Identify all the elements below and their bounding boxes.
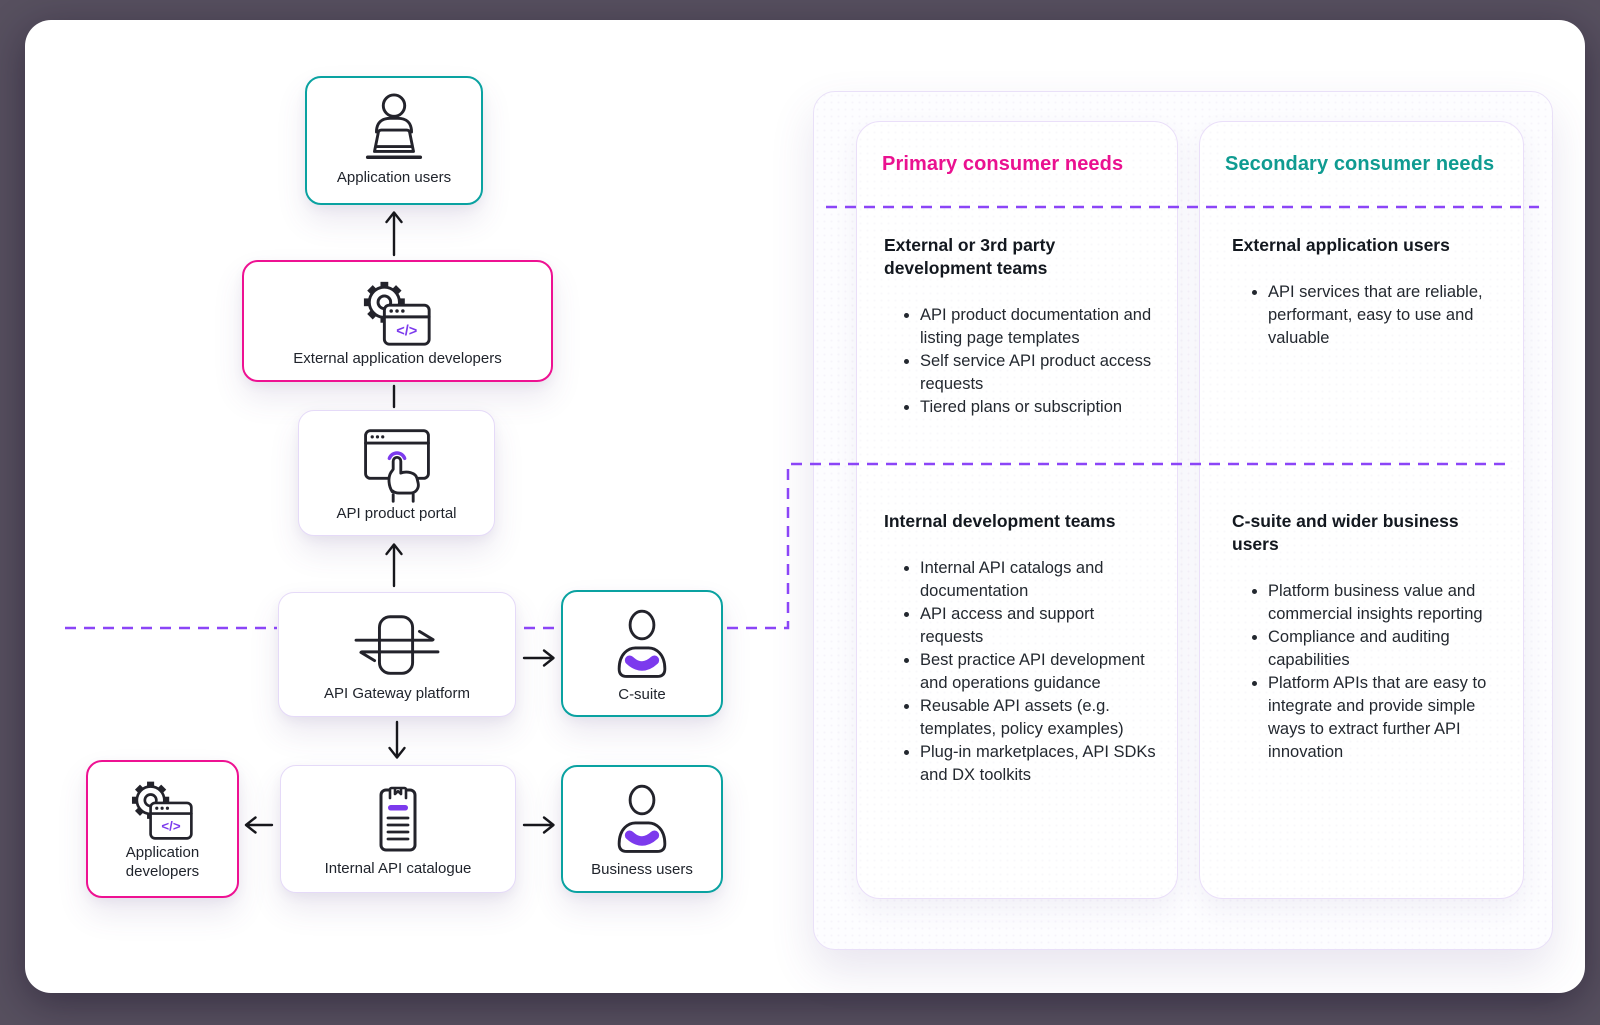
bullet-list: Platform business value and commercial i… xyxy=(1232,580,1502,764)
bullet-item: Tiered plans or subscription xyxy=(920,396,1156,419)
primary-needs-card: Primary consumer needs External or 3rd p… xyxy=(856,121,1178,899)
clipboard-list-icon xyxy=(358,780,438,860)
node-label: API Gateway platform xyxy=(324,685,470,702)
bullet-item: API product documentation and listing pa… xyxy=(920,304,1156,350)
bullet-item: Best practice API development and operat… xyxy=(920,649,1156,695)
node-business-users: Business users xyxy=(561,765,723,893)
bullet-list: API services that are reliable, performa… xyxy=(1232,281,1502,350)
bullet-item: Internal API catalogs and documentation xyxy=(920,557,1156,603)
node-label: Business users xyxy=(591,861,693,878)
section-internal-dev-teams: Internal development teams Internal API … xyxy=(884,510,1156,787)
gateway-transfer-icon xyxy=(349,607,445,685)
gear-code-window-icon: </> xyxy=(124,776,202,844)
node-label: External application developers xyxy=(293,350,502,367)
section-title: External application users xyxy=(1232,235,1450,255)
bullet-item: API access and support requests xyxy=(920,603,1156,649)
bullet-list: Internal API catalogs and documentation … xyxy=(884,557,1156,787)
node-label: Internal API catalogue xyxy=(324,860,472,877)
bullet-item: Platform APIs that are easy to integrate… xyxy=(1268,672,1502,764)
consumer-needs-panel: Primary consumer needs External or 3rd p… xyxy=(813,91,1553,950)
bullet-item: Compliance and auditing capabilities xyxy=(1268,626,1502,672)
bullet-item: Self service API product access requests xyxy=(920,350,1156,396)
node-api-gateway-platform: API Gateway platform xyxy=(278,592,516,717)
node-external-application-developers: </> External application developers xyxy=(242,260,553,382)
node-label: Application developers xyxy=(125,844,200,880)
browser-tap-icon xyxy=(351,425,443,505)
node-c-suite: C-suite xyxy=(561,590,723,717)
bullet-item: API services that are reliable, performa… xyxy=(1268,281,1502,350)
secondary-needs-header: Secondary consumer needs xyxy=(1225,153,1495,175)
node-api-product-portal: API product portal xyxy=(298,410,495,536)
bullet-list: API product documentation and listing pa… xyxy=(884,304,1156,419)
bullet-item: Plug-in marketplaces, API SDKs and DX to… xyxy=(920,741,1156,787)
bullet-item: Platform business value and commercial i… xyxy=(1268,580,1502,626)
node-label: Application users xyxy=(336,169,452,187)
node-internal-api-catalogue: Internal API catalogue xyxy=(280,765,516,893)
person-bust-icon xyxy=(603,781,681,861)
gear-code-window-icon: </> xyxy=(355,276,441,350)
svg-text:</>: </> xyxy=(396,323,417,339)
section-title: External or 3rd party development teams xyxy=(884,235,1056,278)
primary-needs-header: Primary consumer needs xyxy=(882,153,1124,175)
node-label: C-suite xyxy=(618,686,666,703)
node-application-users: Application users xyxy=(305,76,483,205)
section-title: Internal development teams xyxy=(884,511,1116,531)
node-label: API product portal xyxy=(336,505,457,522)
person-bust-icon xyxy=(603,606,681,686)
bullet-item: Reusable API assets (e.g. templates, pol… xyxy=(920,695,1156,741)
secondary-needs-card: Secondary consumer needs External applic… xyxy=(1199,121,1524,899)
section-title: C-suite and wider business users xyxy=(1232,511,1459,554)
section-external-app-users: External application users API services … xyxy=(1232,234,1502,350)
section-c-suite-business-users: C-suite and wider business users Platfor… xyxy=(1232,510,1502,764)
person-laptop-icon xyxy=(346,92,442,169)
node-application-developers: </> Application developers xyxy=(86,760,239,898)
svg-text:</>: </> xyxy=(161,818,180,833)
section-external-3rd-party: External or 3rd party development teams … xyxy=(884,234,1156,419)
